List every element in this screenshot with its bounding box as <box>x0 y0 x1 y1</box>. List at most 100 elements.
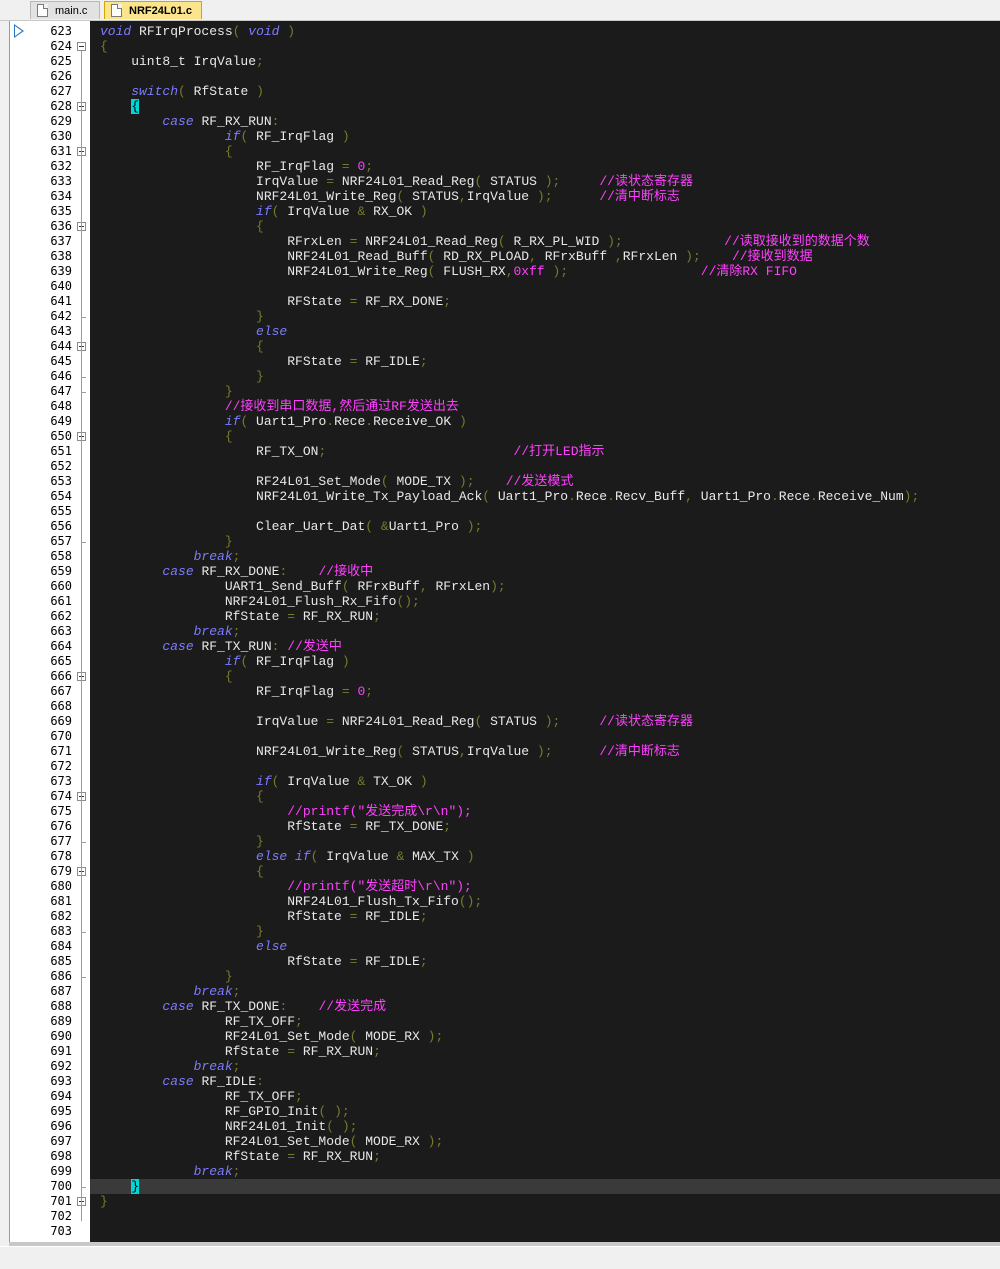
code-line[interactable]: RFState = RF_IDLE; <box>100 354 427 369</box>
code-line[interactable]: RF24L01_Set_Mode( MODE_RX ); <box>100 1134 443 1149</box>
code-line[interactable]: { <box>100 144 233 159</box>
code-line[interactable]: RfState = RF_IDLE; <box>100 909 427 924</box>
code-line[interactable]: Clear_Uart_Dat( &Uart1_Pro ); <box>100 519 482 534</box>
code-line[interactable]: case RF_IDLE: <box>100 1074 263 1089</box>
code-token: IrqValue <box>318 849 397 864</box>
code-token: ); <box>607 234 623 249</box>
code-line[interactable]: { <box>100 339 264 354</box>
line-number: 650 <box>50 429 72 443</box>
code-line[interactable]: RFState = RF_RX_DONE; <box>100 294 451 309</box>
code-line[interactable]: if( IrqValue & TX_OK ) <box>100 774 428 789</box>
line-number: 629 <box>50 114 72 128</box>
code-line[interactable]: case RF_TX_RUN: //发送中 <box>100 639 341 654</box>
tab-main-c[interactable]: main.c <box>30 1 100 19</box>
code-token: ) <box>287 24 296 39</box>
code-line[interactable]: { <box>100 864 264 879</box>
code-line[interactable]: RfState = RF_RX_RUN; <box>100 609 381 624</box>
code-line[interactable]: UART1_Send_Buff( RFrxBuff, RFrxLen); <box>100 579 506 594</box>
code-token <box>560 714 599 729</box>
code-line[interactable]: } <box>100 369 264 384</box>
code-line[interactable]: RfState = RF_RX_RUN; <box>100 1149 381 1164</box>
code-line[interactable]: } <box>100 924 264 939</box>
code-token: { <box>256 864 264 879</box>
code-token <box>100 879 287 894</box>
code-line[interactable]: RF_TX_OFF; <box>100 1014 303 1029</box>
code-line[interactable]: if( IrqValue & RX_OK ) <box>100 204 428 219</box>
tab-nrf24l01-c[interactable]: NRF24L01.c <box>104 1 202 19</box>
code-line[interactable]: break; <box>100 984 241 999</box>
code-line[interactable]: NRF24L01_Write_Reg( STATUS,IrqValue ); /… <box>100 189 680 204</box>
code-line[interactable]: RFrxLen = NRF24L01_Read_Reg( R_RX_PL_WID… <box>100 234 870 249</box>
code-line[interactable]: { <box>100 669 233 684</box>
code-token: RF24L01_Set_Mode <box>100 1029 350 1044</box>
code-line[interactable]: NRF24L01_Write_Reg( FLUSH_RX,0xff ); //清… <box>100 264 797 279</box>
c-file-icon <box>37 4 48 17</box>
code-line[interactable]: break; <box>100 549 241 564</box>
code-line[interactable]: { <box>100 789 264 804</box>
code-token: ) <box>419 774 428 789</box>
code-line[interactable]: case RF_TX_DONE: //发送完成 <box>100 999 386 1014</box>
code-line[interactable]: //printf("发送完成\r\n"); <box>100 804 472 819</box>
code-line[interactable]: RF_IrqFlag = 0; <box>100 684 373 699</box>
code-token: ( <box>232 24 241 39</box>
code-line[interactable]: case RF_RX_RUN: <box>100 114 279 129</box>
line-number: 697 <box>50 1134 72 1148</box>
code-line[interactable]: case RF_RX_DONE: //接收中 <box>100 564 373 579</box>
code-line[interactable]: else <box>100 939 287 954</box>
code-token: RF_IrqFlag <box>100 159 342 174</box>
code-line[interactable]: } <box>100 384 233 399</box>
code-line[interactable]: //接收到串口数据,然后通过RF发送出去 <box>100 399 459 414</box>
code-line[interactable]: if( RF_IrqFlag ) <box>100 654 350 669</box>
line-number: 680 <box>50 879 72 893</box>
fold-guide-line <box>81 51 82 1221</box>
code-line[interactable]: //printf("发送超时\r\n"); <box>100 879 472 894</box>
code-line[interactable]: else if( IrqValue & MAX_TX ) <box>100 849 474 864</box>
code-line[interactable]: { <box>100 99 140 114</box>
line-number: 690 <box>50 1029 72 1043</box>
code-line[interactable]: switch( RfState ) <box>100 84 264 99</box>
code-line[interactable]: break; <box>100 624 241 639</box>
code-line[interactable]: } <box>100 1179 140 1194</box>
code-text-area[interactable]: void RFIrqProcess( void ){ uint8_t IrqVa… <box>90 21 1000 1242</box>
code-line[interactable]: NRF24L01_Flush_Tx_Fifo(); <box>100 894 482 909</box>
code-line[interactable]: RF_TX_ON; //打开LED指示 <box>100 444 604 459</box>
code-token: RF_IDLE <box>357 909 420 924</box>
horizontal-scrollbar[interactable] <box>9 1242 1000 1246</box>
code-token: = <box>287 1149 296 1164</box>
code-line[interactable]: RfState = RF_RX_RUN; <box>100 1044 381 1059</box>
code-line[interactable]: RF_GPIO_Init( ); <box>100 1104 350 1119</box>
code-line[interactable]: } <box>100 309 264 324</box>
code-line[interactable]: RF24L01_Set_Mode( MODE_TX ); //发送模式 <box>100 474 573 489</box>
code-line[interactable]: if( Uart1_Pro.Rece.Receive_OK ) <box>100 414 467 429</box>
code-line[interactable]: } <box>100 969 233 984</box>
code-line[interactable]: NRF24L01_Flush_Rx_Fifo(); <box>100 594 420 609</box>
code-line[interactable]: RF24L01_Set_Mode( MODE_RX ); <box>100 1029 443 1044</box>
code-token: MODE_RX <box>357 1029 428 1044</box>
code-line[interactable]: if( RF_IrqFlag ) <box>100 129 350 144</box>
code-line[interactable]: RF_TX_OFF; <box>100 1089 303 1104</box>
code-line[interactable]: NRF24L01_Write_Reg( STATUS,IrqValue ); /… <box>100 744 680 759</box>
code-line[interactable]: uint8_t IrqValue; <box>100 54 264 69</box>
fold-toggle-icon[interactable] <box>77 42 86 51</box>
code-line[interactable]: { <box>100 429 233 444</box>
code-token: RfState <box>100 954 350 969</box>
code-line[interactable]: NRF24L01_Write_Tx_Payload_Ack( Uart1_Pro… <box>100 489 919 504</box>
code-line[interactable]: RfState = RF_IDLE; <box>100 954 427 969</box>
code-line[interactable]: break; <box>100 1059 241 1074</box>
line-number: 655 <box>50 504 72 518</box>
code-line[interactable]: IrqValue = NRF24L01_Read_Reg( STATUS ); … <box>100 714 693 729</box>
code-line[interactable]: { <box>100 219 264 234</box>
code-line[interactable]: RfState = RF_TX_DONE; <box>100 819 451 834</box>
code-line[interactable]: else <box>100 324 287 339</box>
code-line[interactable]: } <box>100 834 264 849</box>
code-line[interactable]: void RFIrqProcess( void ) <box>100 24 295 39</box>
code-line[interactable]: { <box>100 39 108 54</box>
code-line[interactable]: } <box>100 534 233 549</box>
code-line[interactable]: RF_IrqFlag = 0; <box>100 159 373 174</box>
code-line[interactable]: NRF24L01_Init( ); <box>100 1119 358 1134</box>
code-line[interactable]: IrqValue = NRF24L01_Read_Reg( STATUS ); … <box>100 174 693 189</box>
code-line[interactable]: break; <box>100 1164 241 1179</box>
code-line[interactable]: } <box>100 1194 108 1209</box>
code-line[interactable]: NRF24L01_Read_Buff( RD_RX_PLOAD, RFrxBuf… <box>100 249 812 264</box>
